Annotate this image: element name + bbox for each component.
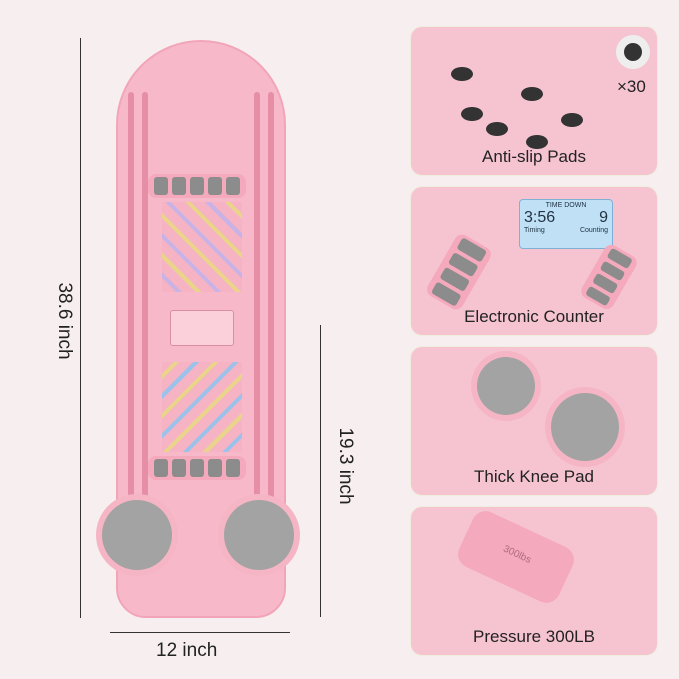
height-label: 38.6 inch xyxy=(54,282,75,360)
pushup-board xyxy=(96,40,300,618)
half-height-label: 19.3 inch xyxy=(335,427,356,505)
feature-counter: TIME DOWN 3:56 9 Timing Counting Electro… xyxy=(410,186,658,336)
height-dimension-line xyxy=(80,38,81,618)
color-pattern-bottom xyxy=(162,362,242,452)
half-height-dimension-line xyxy=(320,325,321,617)
feature-label: Pressure 300LB xyxy=(473,627,595,646)
pad-sample-icon xyxy=(616,35,650,69)
feature-label: Thick Knee Pad xyxy=(473,467,594,486)
counter-display: TIME DOWN 3:56 9 Timing Counting xyxy=(519,199,613,249)
counter-device xyxy=(170,310,234,346)
feature-pressure: 300lbs Pressure 300LB xyxy=(410,506,658,656)
feature-knee-pad: Thick Knee Pad xyxy=(410,346,658,496)
handle-top xyxy=(148,174,246,198)
knee-pad-right xyxy=(218,494,300,576)
feature-label: Electronic Counter xyxy=(464,307,604,326)
color-pattern-top xyxy=(162,202,242,292)
width-dimension-line xyxy=(110,632,290,633)
feature-anti-slip: ×30 Anti-slip Pads xyxy=(410,26,658,176)
handle-bottom xyxy=(148,456,246,480)
dumbbell: 300lbs xyxy=(453,507,579,608)
width-label: 12 inch xyxy=(156,640,218,661)
feature-label: Anti-slip Pads xyxy=(482,147,586,166)
pad-count-badge: ×30 xyxy=(617,77,646,96)
knee-pad-left xyxy=(96,494,178,576)
